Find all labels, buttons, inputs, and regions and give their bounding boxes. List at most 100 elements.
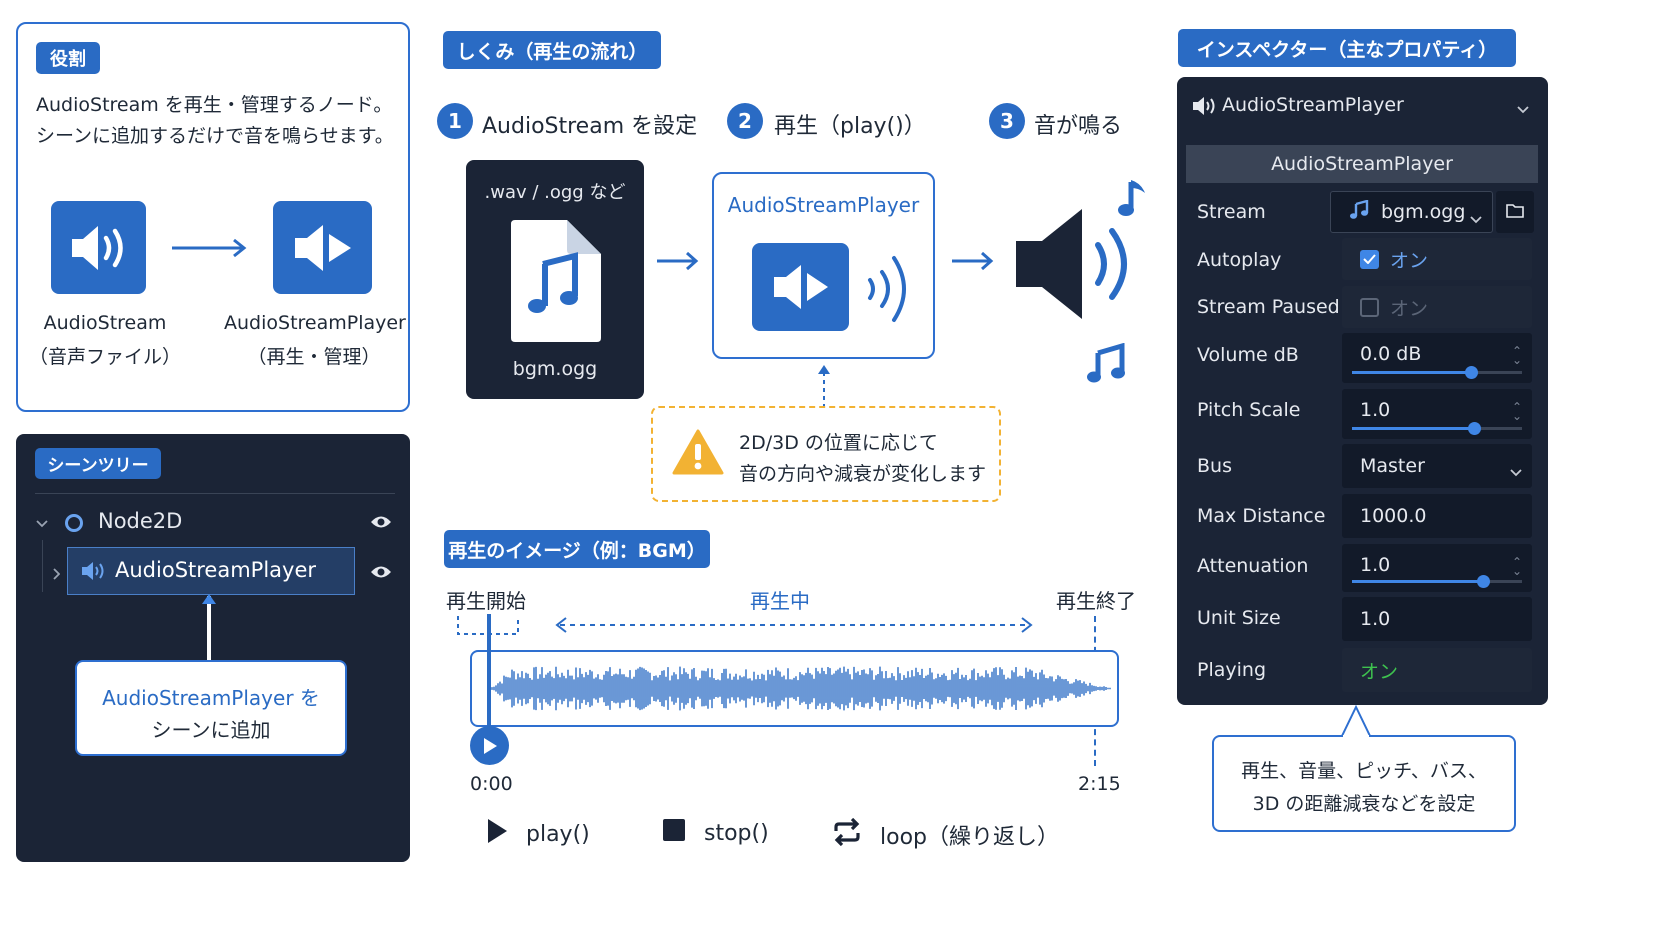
pitch-field[interactable]: 1.0 ⌃⌄	[1342, 389, 1532, 439]
audio-player-icon	[273, 201, 372, 294]
unit-size-field[interactable]: 1.0	[1342, 597, 1532, 641]
attenuation-field[interactable]: 1.0 ⌃⌄	[1342, 544, 1532, 592]
role-item1-sub: （音声ファイル）	[28, 346, 181, 368]
playhead-button[interactable]	[470, 726, 509, 765]
legend-loop-label: loop（繰り返し）	[880, 825, 1059, 850]
chevron-down-icon[interactable]	[1516, 100, 1530, 119]
loop-icon	[832, 817, 862, 852]
chevron-down-icon	[1510, 461, 1522, 483]
player-icon	[752, 243, 849, 331]
prop-max-distance-name: Max Distance	[1197, 505, 1326, 527]
inspector-tag: インスペクター（主なプロパティ）	[1178, 29, 1516, 67]
chevron-right-icon[interactable]	[52, 565, 61, 584]
spinner-icon: ⌃⌄	[1511, 555, 1522, 578]
speaker-small-icon	[1191, 96, 1215, 120]
visibility-eye-icon[interactable]	[370, 564, 392, 584]
chevron-down-icon[interactable]	[36, 514, 48, 533]
bus-value: Master	[1360, 455, 1425, 477]
scene-tree-panel	[16, 434, 410, 862]
role-item1-name: AudioStream	[43, 312, 167, 334]
flow-tag: しくみ（再生の流れ）	[443, 31, 661, 69]
inspector-header: AudioStreamPlayer	[1222, 94, 1404, 116]
file-types: .wav / .ogg など	[484, 182, 626, 203]
note-line2: 音の方向や減衰が変化します	[739, 463, 987, 485]
checkbox-checked-icon	[1360, 249, 1379, 269]
role-item2-name: AudioStreamPlayer	[224, 312, 406, 334]
max-distance-value: 1000.0	[1360, 505, 1427, 527]
tree-row-node2d[interactable]: Node2D	[30, 506, 400, 540]
step1-number: 1	[437, 103, 473, 139]
audio-file-icon	[511, 220, 601, 346]
scene-callout-pointer	[196, 590, 222, 668]
inspector-callout-pointer-mask	[1343, 735, 1369, 738]
warning-icon	[672, 428, 724, 480]
stream-folder-button[interactable]	[1496, 191, 1534, 233]
waveform-box	[470, 650, 1119, 727]
note-connector	[817, 364, 831, 412]
folder-icon	[1506, 201, 1524, 223]
prop-stream-name: Stream	[1197, 201, 1266, 223]
step1-label: AudioStream を設定	[482, 114, 698, 139]
scene-tree-tag: シーンツリー	[35, 448, 161, 479]
autoplay-value: オン	[1390, 249, 1429, 272]
volume-field[interactable]: 0.0 dB ⌃⌄	[1342, 333, 1532, 383]
player-card-label: AudioStreamPlayer	[727, 193, 920, 217]
music-notes-icon	[1086, 342, 1126, 389]
bus-select[interactable]: Master	[1342, 444, 1532, 488]
playing-field[interactable]: オン	[1342, 648, 1532, 692]
checkbox-unchecked-icon	[1360, 297, 1379, 317]
sound-waves-icon	[864, 252, 916, 330]
step3-number: 3	[989, 103, 1025, 139]
legend-stop-label: stop()	[704, 820, 769, 846]
inspector-callout-pointer	[1340, 704, 1372, 742]
autoplay-toggle[interactable]: オン	[1342, 238, 1532, 280]
scene-callout-line2: シーンに追加	[151, 718, 271, 742]
playing-value: オン	[1360, 660, 1399, 683]
scene-callout	[75, 660, 347, 756]
volume-slider[interactable]	[1352, 366, 1522, 379]
chevron-down-icon	[1470, 208, 1482, 230]
role-line1: AudioStream を再生・管理するノード。	[36, 94, 393, 116]
playing-span-arrow	[554, 616, 1034, 638]
legend-loop: loop（繰り返し）	[832, 817, 1059, 852]
play-icon	[486, 818, 508, 850]
attenuation-slider[interactable]	[1352, 575, 1522, 588]
playhead-line	[487, 614, 491, 732]
stop-icon	[662, 818, 686, 848]
stream-paused-value: オン	[1390, 297, 1429, 320]
role-line2: シーンに追加するだけで音を鳴らせます。	[36, 125, 394, 147]
role-tag: 役割	[36, 42, 100, 74]
time-start: 0:00	[470, 773, 513, 795]
prop-volume-name: Volume dB	[1197, 344, 1299, 366]
inspector-callout	[1212, 735, 1516, 832]
prop-stream-paused-name: Stream Paused	[1197, 296, 1340, 318]
stream-paused-toggle[interactable]: オン	[1342, 286, 1532, 328]
pitch-value: 1.0	[1360, 399, 1391, 421]
tree-line	[42, 540, 43, 592]
volume-value: 0.0 dB	[1360, 343, 1422, 365]
stream-select[interactable]: bgm.ogg	[1330, 191, 1493, 233]
timeline-end-label: 再生終了	[1056, 589, 1136, 613]
prop-pitch-name: Pitch Scale	[1197, 399, 1301, 421]
timeline-start-label: 再生開始	[446, 589, 526, 613]
inspector-section	[1186, 145, 1538, 183]
speaker-small-icon	[80, 561, 106, 585]
legend-play: play()	[486, 818, 590, 850]
prop-autoplay-name: Autoplay	[1197, 249, 1282, 271]
step2-label: 再生（play()）	[774, 114, 926, 139]
music-note-icon	[1349, 198, 1369, 225]
max-distance-field[interactable]: 1000.0	[1342, 494, 1532, 538]
legend-stop: stop()	[662, 818, 769, 848]
pitch-slider[interactable]	[1352, 422, 1522, 435]
legend-play-label: play()	[526, 821, 590, 847]
step3-label: 音が鳴る	[1034, 114, 1123, 139]
visibility-eye-icon[interactable]	[370, 514, 392, 534]
role-item2-sub: （再生・管理）	[247, 346, 381, 368]
inspector-callout-line1: 再生、音量、ピッチ、バス、	[1241, 760, 1487, 782]
prop-playing-name: Playing	[1197, 659, 1267, 681]
timeline-tag: 再生のイメージ（例：BGM）	[444, 530, 710, 568]
inspector-callout-line2: 3D の距離減衰などを設定	[1252, 793, 1476, 815]
tree-row-audiostreamplayer[interactable]	[67, 547, 355, 595]
note-line1: 2D/3D の位置に応じて	[739, 432, 938, 454]
prop-bus-name: Bus	[1197, 455, 1232, 477]
